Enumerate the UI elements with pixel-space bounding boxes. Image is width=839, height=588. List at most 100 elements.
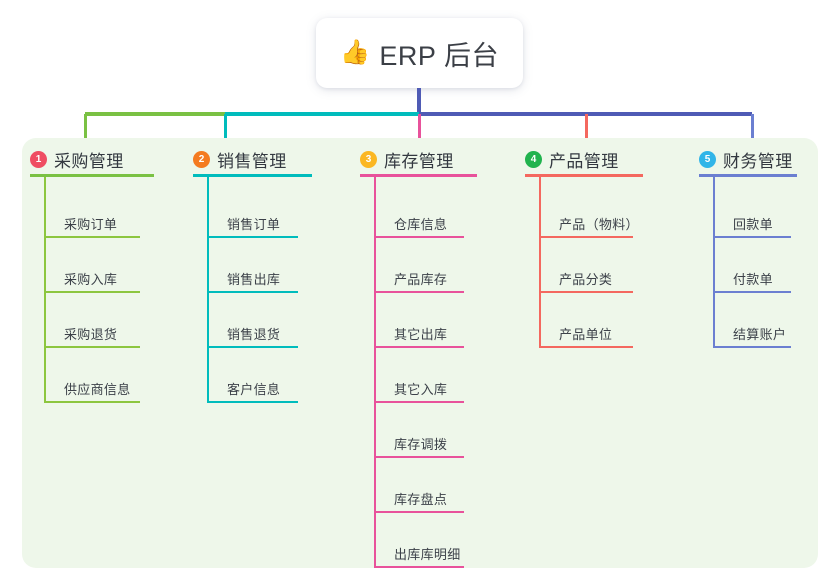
leaf-item-label: 客户信息 [227,382,281,397]
leaf-item-label: 产品分类 [559,272,613,287]
column-header-采购管理[interactable]: 1 采购管理 [30,147,124,172]
leaf-item-label: 出库库明细 [394,547,461,562]
connector-drop-3 [418,114,421,140]
leaf-item[interactable]: 回款单 [699,208,797,238]
root-node[interactable]: 👍 ERP 后台 [316,18,523,88]
column-title: 采购管理 [54,152,124,171]
leaf-item[interactable]: 销售出库 [193,263,312,293]
column-header-财务管理[interactable]: 5 财务管理 [699,147,793,172]
leaf-item-rule [207,346,298,348]
leaf-item-label: 产品单位 [559,327,613,342]
leaf-item-label: 其它出库 [394,327,448,342]
leaf-item[interactable]: 采购退货 [30,318,154,348]
leaf-item[interactable]: 其它入库 [360,373,477,403]
leaf-item[interactable]: 采购订单 [30,208,154,238]
root-node-text: ERP 后台 [379,40,499,71]
leaf-item[interactable]: 付款单 [699,263,797,293]
root-connector-vertical [417,88,421,114]
column-header-rule [525,174,643,177]
leaf-item-rule [44,291,140,293]
column-header-rule [30,174,154,177]
column-header-产品管理[interactable]: 4 产品管理 [525,147,619,172]
connector-bar-segment-1 [85,112,225,116]
leaf-item-label: 产品（物料） [559,217,639,232]
content-panel: 1 采购管理采购订单采购入库采购退货供应商信息 2 销售管理销售订单销售出库销售退货客… [22,138,818,568]
leaf-item-label: 库存调拨 [394,437,448,452]
leaf-item-rule [374,236,464,238]
column-header-rule [699,174,797,177]
leaf-item-label: 结算账户 [733,327,787,342]
leaf-item[interactable]: 库存调拨 [360,428,477,458]
thumbs-up-icon: 👍 [340,39,371,66]
column-spine [539,177,541,348]
column-spine [44,177,46,403]
leaf-item[interactable]: 结算账户 [699,318,797,348]
connector-bar-segment-2 [225,112,419,116]
leaf-item[interactable]: 出库库明细 [360,538,477,568]
leaf-item-label: 销售退货 [227,327,281,342]
leaf-item-rule [374,511,464,513]
leaf-item-rule [207,291,298,293]
column-badge-2: 2 [193,151,210,168]
column-header-库存管理[interactable]: 3 库存管理 [360,147,454,172]
leaf-item[interactable]: 产品库存 [360,263,477,293]
leaf-item-label: 销售订单 [227,217,281,232]
leaf-item-label: 供应商信息 [64,382,131,397]
connector-drop-5 [751,114,754,140]
leaf-item[interactable]: 产品（物料） [525,208,643,238]
leaf-item[interactable]: 仓库信息 [360,208,477,238]
leaf-item-rule [207,401,298,403]
leaf-item[interactable]: 供应商信息 [30,373,154,403]
leaf-item-rule [539,346,633,348]
leaf-item-rule [374,401,464,403]
leaf-item[interactable]: 销售退货 [193,318,312,348]
leaf-item-rule [207,236,298,238]
column-header-rule [193,174,312,177]
column-spine [374,177,376,568]
leaf-item[interactable]: 其它出库 [360,318,477,348]
root-node-label: 👍 ERP 后台 [340,34,499,73]
column-badge-4: 4 [525,151,542,168]
leaf-item[interactable]: 产品分类 [525,263,643,293]
connector-drop-2 [224,114,227,140]
leaf-item[interactable]: 客户信息 [193,373,312,403]
connector-drop-1 [84,114,87,140]
leaf-item-label: 销售出库 [227,272,281,287]
column-badge-3: 3 [360,151,377,168]
leaf-item-label: 采购退货 [64,327,118,342]
leaf-item-rule [44,236,140,238]
leaf-item-rule [713,291,791,293]
column-spine [207,177,209,403]
leaf-item-label: 付款单 [733,272,773,287]
leaf-item-rule [44,401,140,403]
connector-drop-4 [585,114,588,140]
leaf-item[interactable]: 销售订单 [193,208,312,238]
column-badge-1: 1 [30,151,47,168]
leaf-item-label: 仓库信息 [394,217,448,232]
leaf-item-label: 库存盘点 [394,492,448,507]
leaf-item-rule [374,291,464,293]
column-title: 库存管理 [384,152,454,171]
leaf-item-rule [374,456,464,458]
column-title: 财务管理 [723,152,793,171]
leaf-item-label: 其它入库 [394,382,448,397]
leaf-item-label: 产品库存 [394,272,448,287]
leaf-item[interactable]: 产品单位 [525,318,643,348]
leaf-item-rule [539,236,633,238]
leaf-item-label: 采购入库 [64,272,118,287]
leaf-item-label: 采购订单 [64,217,118,232]
column-badge-5: 5 [699,151,716,168]
leaf-item[interactable]: 库存盘点 [360,483,477,513]
leaf-item-label: 回款单 [733,217,773,232]
leaf-item-rule [713,346,791,348]
column-title: 产品管理 [549,152,619,171]
column-header-销售管理[interactable]: 2 销售管理 [193,147,287,172]
leaf-item-rule [539,291,633,293]
leaf-item-rule [374,566,464,568]
column-spine [713,177,715,348]
leaf-item[interactable]: 采购入库 [30,263,154,293]
leaf-item-rule [374,346,464,348]
column-title: 销售管理 [217,152,287,171]
leaf-item-rule [713,236,791,238]
leaf-item-rule [44,346,140,348]
